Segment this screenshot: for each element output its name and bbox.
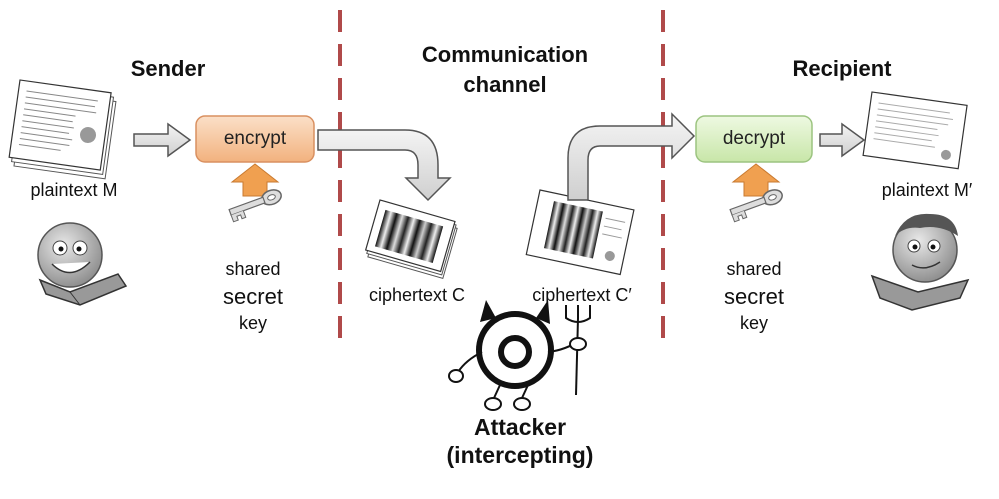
encrypt-label: encrypt — [223, 128, 287, 149]
attacker-character-icon — [448, 300, 591, 411]
decrypt-label: decrypt — [722, 128, 786, 149]
sender-character-icon — [37, 222, 128, 306]
key-left-line2: secret — [223, 284, 283, 309]
key-right-line1: shared — [726, 259, 782, 279]
recipient-character-icon — [870, 213, 970, 311]
key-icon-left — [228, 189, 282, 223]
recipient-heading: Recipient — [792, 56, 892, 81]
plaintext-document-icon — [8, 79, 117, 180]
arrow-encrypt-to-channel — [317, 129, 452, 202]
key-icon-right — [729, 189, 783, 223]
plaintext-prime-document-icon — [862, 91, 968, 170]
plaintext-m-label: plaintext M — [30, 180, 118, 200]
key-left-line1: shared — [225, 259, 281, 279]
channel-heading-line1: Communication — [421, 42, 589, 67]
ciphertext-c-label: ciphertext C — [368, 285, 466, 305]
plaintext-m-prime-label: plaintext M′ — [881, 180, 973, 200]
key-right-line3: key — [739, 313, 768, 333]
attacker-label-line1: Attacker — [473, 414, 567, 440]
encrypt-box — [195, 115, 315, 163]
channel-heading-line2: channel — [463, 72, 547, 97]
arrow-to-encrypt — [133, 122, 192, 158]
attacker-label-line2: (intercepting) — [446, 442, 594, 468]
channel-heading: Communication channel — [395, 40, 615, 100]
ciphertext-c-prime-label: ciphertext C′ — [532, 285, 632, 305]
shared-secret-key-label-left: shared secret key — [208, 256, 298, 337]
attacker-label: Attacker (intercepting) — [440, 413, 600, 469]
shared-secret-key-label-right: shared secret key — [709, 256, 799, 337]
key-left-line3: key — [238, 313, 267, 333]
arrow-channel-to-decrypt — [567, 112, 696, 201]
key-right-line2: secret — [724, 284, 784, 309]
ciphertext-prime-document-icon — [525, 189, 635, 276]
ciphertext-document-icon — [364, 199, 458, 279]
sender-heading: Sender — [130, 56, 206, 81]
arrow-decrypt-to-document — [819, 122, 866, 158]
decrypt-box — [695, 115, 813, 163]
